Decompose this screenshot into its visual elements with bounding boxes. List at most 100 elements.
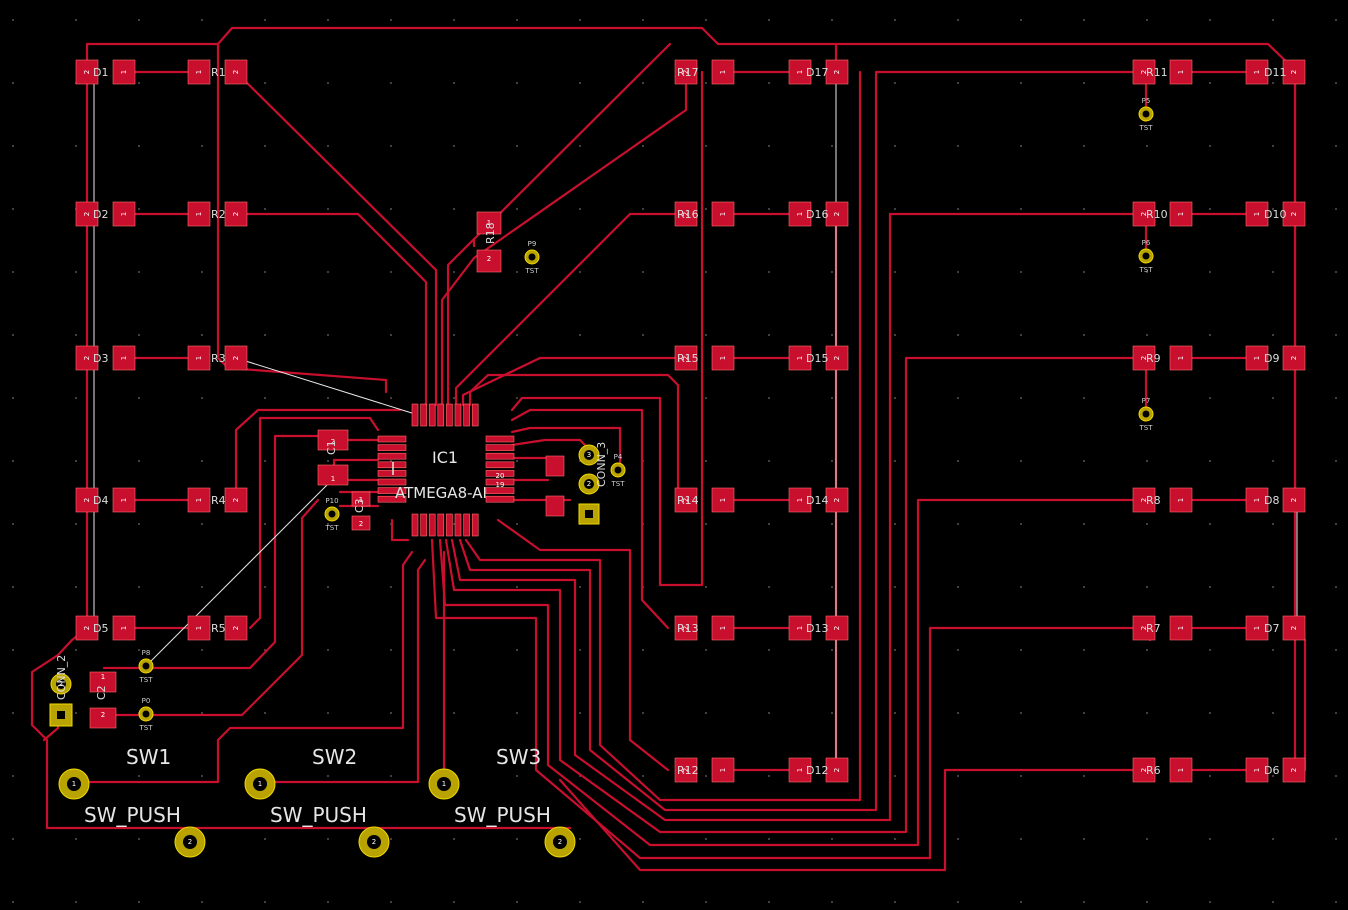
res-r6-pad-right: 1	[1177, 768, 1185, 772]
ic-pad-right	[485, 461, 515, 469]
test-point-label: P9	[528, 240, 537, 248]
led-d15-pad-left: 1	[796, 356, 804, 360]
switch-ref: SW2	[312, 745, 357, 769]
switch-ref: SW3	[496, 745, 541, 769]
res-r4-ref: R4	[211, 494, 226, 507]
res-r9-ref: R9	[1146, 352, 1161, 365]
res-r3-pad-right: 2	[232, 356, 240, 360]
copper-traces	[30, 26, 1307, 872]
ratsnest-lines	[93, 72, 1298, 770]
res-r7-pad-right: 1	[1177, 626, 1185, 630]
conn3-footprint: 3 2 CONN_3	[545, 442, 608, 525]
ic-value-label: ATMEGA8-AI	[395, 484, 487, 502]
led-d16-pad-left: 1	[796, 212, 804, 216]
res-r15-ref: R15	[677, 352, 699, 365]
led-d12-pad-left: 1	[796, 768, 804, 772]
res-r1-ref: R1	[211, 66, 226, 79]
res-r2-ref: R2	[211, 208, 226, 221]
c1-footprint: 2 1 C1	[317, 429, 349, 486]
res-r12-pad-left: 2	[682, 768, 690, 772]
res-r5: 1 2 R5	[187, 615, 248, 641]
res-r17-pad-right: 1	[719, 70, 727, 74]
res-r9-pad-right: 1	[1177, 356, 1185, 360]
res-r13-pad-left: 2	[682, 626, 690, 630]
res-r8-pad-left: 2	[1140, 498, 1148, 502]
led-d14-ref: D14	[806, 494, 828, 507]
led-d3-pad-right: 1	[120, 356, 128, 360]
led-d10-ref: D10	[1264, 208, 1286, 221]
test-point-tst: TST	[1139, 424, 1154, 432]
r18-ref: R18	[484, 222, 497, 244]
res-r3: 1 2 R3	[187, 345, 248, 371]
led-d16-pad-right: 2	[833, 212, 841, 216]
res-r10-pad-right: 1	[1177, 212, 1185, 216]
res-r12-ref: R12	[677, 764, 699, 777]
led-d9-ref: D9	[1264, 352, 1279, 365]
ic-pad-bottom	[446, 513, 453, 537]
test-point-tst: TST	[139, 724, 154, 732]
ic-pad-right	[485, 487, 515, 494]
res-r5-pad-right: 2	[232, 626, 240, 630]
led-d6-ref: D6	[1264, 764, 1279, 777]
led-d5-pad-left: 2	[83, 626, 91, 630]
ic-pad-top	[411, 403, 419, 427]
test-point-label: P7	[1142, 397, 1151, 405]
res-r5-pad-left: 1	[195, 626, 203, 630]
test-point-label: P10	[325, 497, 338, 505]
ic-pad-right	[485, 444, 515, 451]
led-d13-pad-left: 1	[796, 626, 804, 630]
test-point-tst: TST	[1139, 124, 1154, 132]
led-d14-pad-right: 2	[833, 498, 841, 502]
c3-pad1: 1	[359, 496, 363, 504]
test-point-tst: TST	[525, 267, 540, 275]
led-d4-pad-left: 2	[83, 498, 91, 502]
ic-pad-right	[485, 495, 515, 503]
switch-pin2: 2	[188, 838, 192, 846]
res-r7-pad-left: 2	[1140, 626, 1148, 630]
res-r3-ref: R3	[211, 352, 226, 365]
c1-pad1: 1	[331, 475, 335, 483]
res-r11-pad-left: 2	[1140, 70, 1148, 74]
res-r8-ref: R8	[1146, 494, 1161, 507]
led-d7-ref: D7	[1264, 622, 1279, 635]
ic-pad-top	[454, 403, 462, 427]
res-r5-ref: R5	[211, 622, 226, 635]
res-r1-pad-left: 1	[195, 70, 203, 74]
ic-pad-left	[377, 495, 407, 503]
res-r15-pad-right: 1	[719, 356, 727, 360]
res-r15-pad-left: 2	[682, 356, 690, 360]
ic-pad-left	[377, 435, 407, 443]
led-d12-pad-right: 2	[833, 768, 841, 772]
led-d11-pad-left: 1	[1253, 70, 1261, 74]
switch-ref: SW1	[126, 745, 171, 769]
res-r3-pad-left: 1	[195, 356, 203, 360]
led-d2-ref: D2	[93, 208, 108, 221]
res-r4-pad-left: 1	[195, 498, 203, 502]
test-point-tst: TST	[611, 480, 626, 488]
led-d8-pad-right: 2	[1290, 498, 1298, 502]
conn3-ref: CONN_3	[595, 442, 608, 487]
res-r14-ref: R14	[677, 494, 699, 507]
res-r2-pad-left: 1	[195, 212, 203, 216]
c3-ref: C3	[353, 498, 366, 513]
res-r17-pad-left: 2	[682, 70, 690, 74]
res-r11-ref: R11	[1146, 66, 1168, 79]
